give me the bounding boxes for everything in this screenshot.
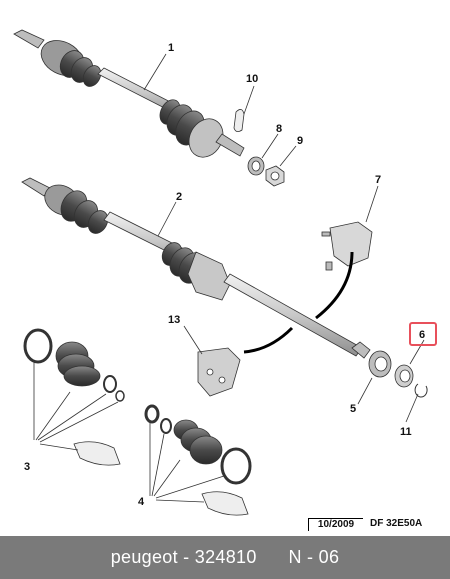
callout-2[interactable]: 2 [176,191,182,203]
bearing-5 [368,350,392,378]
link-7-to-shaft [315,251,354,320]
circlip-11 [414,383,428,398]
callout-5[interactable]: 5 [350,403,356,415]
boot-kit-4 [144,404,252,516]
parts-diagram: 1 2 3 4 5 6 7 8 9 10 11 13 [13,29,437,516]
callout-13[interactable]: 13 [168,314,180,326]
drive-shaft-upper [13,29,245,158]
bracket-13 [197,347,241,397]
reference-date: 10/2009 [308,518,363,531]
callout-1[interactable]: 1 [168,42,174,54]
nut-9 [265,165,285,187]
callout-6[interactable]: 6 [419,329,425,341]
boot-kit-3 [23,328,125,466]
link-13-to-shaft [243,326,294,354]
callout-7[interactable]: 7 [375,174,381,186]
callout-labels: 1 2 3 4 5 6 7 8 9 10 11 13 [24,42,425,508]
footer-bar: peugeot - 324810 N - 06 [0,536,450,579]
footer-text: peugeot - 324810 N - 06 [110,547,340,567]
highlight-box-6 [409,322,437,346]
callout-3[interactable]: 3 [24,461,30,473]
callout-4[interactable]: 4 [138,496,145,508]
ring-6 [394,364,414,388]
callout-8[interactable]: 8 [276,123,282,135]
callout-11[interactable]: 11 [400,426,412,438]
bracket-7 [321,221,373,271]
callout-10[interactable]: 10 [246,73,258,85]
reference-code: DF 32E50A [370,518,423,529]
cotter-pin-10 [233,109,245,132]
callout-9[interactable]: 9 [297,135,303,147]
drive-shaft-lower [21,177,371,359]
nut-lock-8 [247,156,265,176]
